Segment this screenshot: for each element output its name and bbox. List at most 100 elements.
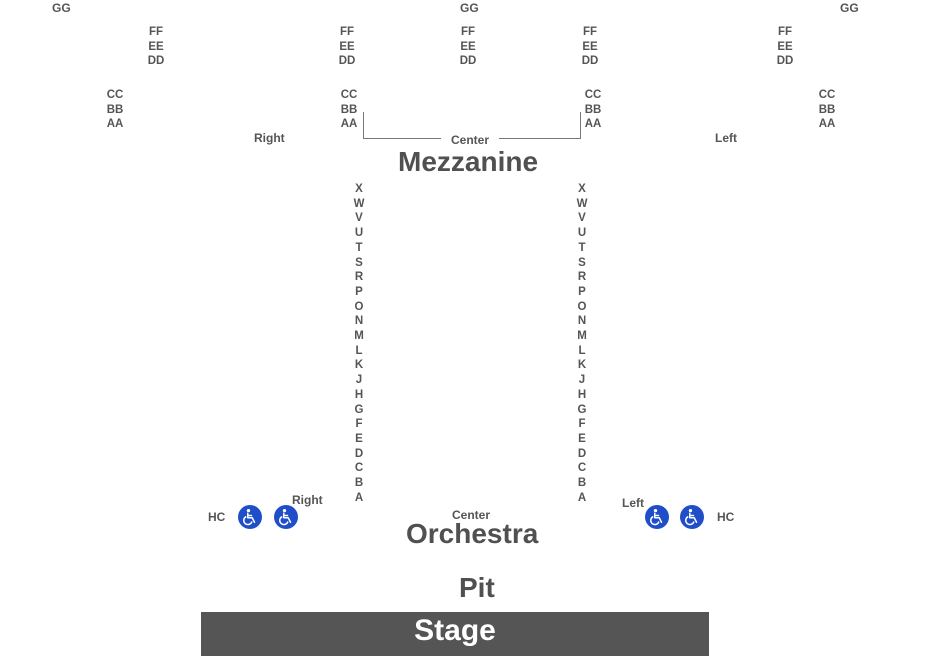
row-label: J <box>355 374 363 387</box>
orchestra-rows-left-aisle: X W V U T S R P O N M L K J H G F E D C … <box>567 182 597 505</box>
row-label-gg-right: GG <box>840 1 859 15</box>
row-label: CC <box>340 89 358 101</box>
orchestra-center-label: Center <box>452 508 491 522</box>
row-label: G <box>354 403 364 416</box>
wheelchair-icon <box>274 505 298 529</box>
row-label: B <box>577 477 587 490</box>
row-label: P <box>578 285 586 298</box>
row-label: N <box>354 315 364 328</box>
mezz-lower-rows-left: CC BB AA <box>812 88 842 132</box>
mezz-lower-rows-center-left: CC BB AA <box>578 88 608 132</box>
mezz-upper-rows-right: FF EE DD <box>141 25 171 69</box>
mezz-center-bracket-right <box>580 112 581 139</box>
mezz-center-label: Center <box>451 133 490 147</box>
row-label: K <box>354 359 364 372</box>
row-label: DD <box>147 55 165 68</box>
row-label-gg-left: GG <box>52 1 71 15</box>
row-label: N <box>577 315 587 328</box>
row-label: X <box>355 183 363 195</box>
hc-label-right-side: HC <box>208 510 226 524</box>
row-label: W <box>353 197 365 210</box>
row-label: BB <box>584 103 602 116</box>
row-label: K <box>577 359 587 372</box>
orchestra-rows-right-aisle: X W V U T S R P O N M L K J H G F E D C … <box>344 182 374 505</box>
row-label: S <box>578 256 586 269</box>
mezz-upper-rows-center-right: FF EE DD <box>332 25 362 69</box>
orchestra-title: Orchestra <box>406 518 539 549</box>
row-label: V <box>578 212 586 225</box>
row-label: W <box>576 197 588 210</box>
row-label: U <box>577 227 587 240</box>
row-label: AA <box>106 118 124 131</box>
row-label: BB <box>106 103 124 116</box>
hc-label-left-side: HC <box>717 510 735 524</box>
mezz-lower-rows-center-right: CC BB AA <box>334 88 364 132</box>
row-label: DD <box>459 55 477 68</box>
row-label: D <box>354 447 364 460</box>
wheelchair-icon <box>645 505 669 529</box>
mezz-center-bracket-line-left <box>363 138 441 139</box>
row-label: B <box>354 477 364 490</box>
row-label: EE <box>777 40 793 53</box>
row-label: T <box>355 241 363 254</box>
wheelchair-icon <box>238 505 262 529</box>
mezz-upper-rows-center: FF EE DD <box>453 25 483 69</box>
stage-label: Stage <box>414 614 496 647</box>
row-label: H <box>577 388 587 401</box>
row-label: C <box>577 462 587 475</box>
row-label: EE <box>339 40 355 53</box>
row-label: F <box>578 418 586 431</box>
row-label: H <box>354 388 364 401</box>
row-label: C <box>354 462 364 475</box>
row-label: FF <box>148 26 164 38</box>
row-label: M <box>577 330 587 343</box>
orchestra-left-label: Left <box>622 496 644 510</box>
mezzanine-title: Mezzanine <box>398 146 539 177</box>
mezz-lower-rows-right: CC BB AA <box>100 88 130 132</box>
row-label: T <box>578 241 586 254</box>
row-label: R <box>577 271 587 284</box>
row-label: J <box>578 374 586 387</box>
mezz-left-label: Left <box>715 131 737 145</box>
row-label: BB <box>818 103 836 116</box>
row-label: R <box>354 271 364 284</box>
row-label: A <box>354 491 364 504</box>
row-label-gg-center: GG <box>460 1 479 15</box>
row-label: X <box>578 183 586 195</box>
row-label: E <box>578 432 586 445</box>
row-label: FF <box>460 26 476 38</box>
row-label: S <box>355 256 363 269</box>
row-label: FF <box>339 26 355 38</box>
row-label: L <box>355 344 363 357</box>
row-label: AA <box>340 118 358 131</box>
row-label: D <box>577 447 587 460</box>
row-label: F <box>355 418 363 431</box>
row-label: FF <box>582 26 598 38</box>
row-label: DD <box>581 55 599 68</box>
row-label: DD <box>338 55 356 68</box>
row-label: EE <box>582 40 598 53</box>
row-label: P <box>355 285 363 298</box>
row-label: EE <box>460 40 476 53</box>
mezz-right-label: Right <box>254 131 285 145</box>
row-label: DD <box>776 55 794 68</box>
row-label: L <box>578 344 586 357</box>
row-label: O <box>577 300 587 313</box>
row-label: CC <box>584 89 602 101</box>
row-label: U <box>354 227 364 240</box>
row-label: V <box>355 212 363 225</box>
row-label: FF <box>777 26 793 38</box>
pit-label: Pit <box>459 572 495 603</box>
row-label: BB <box>340 103 358 116</box>
row-label: A <box>577 491 587 504</box>
row-label: AA <box>584 118 602 131</box>
orchestra-right-label: Right <box>292 493 323 507</box>
row-label: CC <box>818 89 836 101</box>
row-label: AA <box>818 118 836 131</box>
row-label: E <box>355 432 363 445</box>
mezz-upper-rows-left: FF EE DD <box>770 25 800 69</box>
mezz-center-bracket-left <box>363 112 364 139</box>
row-label: M <box>354 330 364 343</box>
wheelchair-icon <box>680 505 704 529</box>
row-label: O <box>354 300 364 313</box>
